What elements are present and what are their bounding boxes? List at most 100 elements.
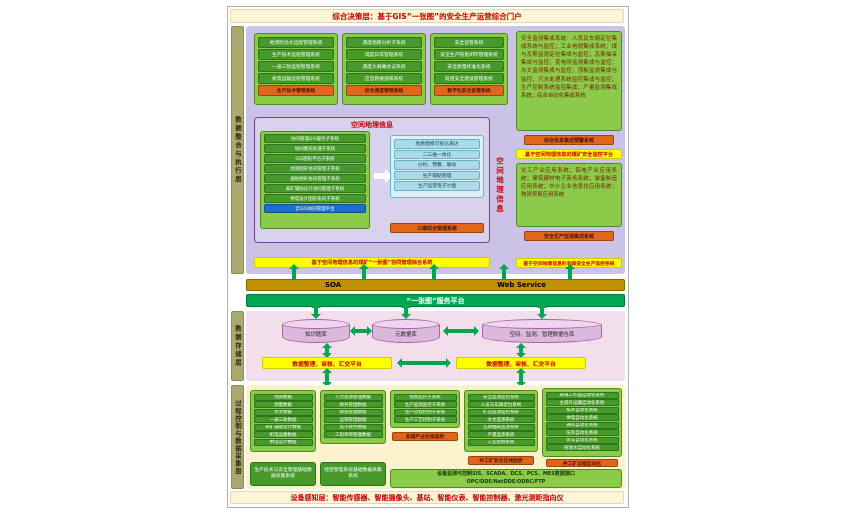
list-item: 工业视频系统 <box>467 438 535 446</box>
down-arrow <box>359 264 369 284</box>
list-item: 探放水自动化系统 <box>545 444 619 451</box>
down-arrow <box>516 368 526 387</box>
down-arrow <box>537 303 547 319</box>
horizontal-arrow <box>350 326 372 336</box>
list-item: 二三维一体化 <box>394 149 480 159</box>
soa-bar: SOA Web Service <box>246 279 625 291</box>
list-item: 调度大屏幕会议系统 <box>346 61 422 72</box>
knowledge-base-cylinder: 知识题库 <box>282 319 350 343</box>
safety-supervision-items: 安全监管系统安全生产隐患闭环管理系统安全质量标准化系统班组安全建设管理系统 <box>432 37 506 84</box>
list-item: 一通三防远程管理系统 <box>258 61 334 72</box>
list-item: 班组安全建设管理系统 <box>434 73 504 84</box>
list-item: 物资管理数据 <box>323 408 383 416</box>
remote-management-box: 地测防治水远程管理系统生产技术远程管理系统一通三防远程管理系统机电运输远程管理系… <box>254 33 338 105</box>
list-item: 调度指挥分析子系统 <box>346 37 422 48</box>
list-item: 地测防治水远程管理系统 <box>258 37 334 48</box>
list-item: 视频监控子系统 <box>393 393 457 401</box>
mine-safety-monitor-items: 安全监测监控系统人员与车辆定位系统矿压监测监控系统水文监测系统瓦斯抽采监测系统产… <box>466 393 536 446</box>
list-item: 应急救援指挥系统 <box>346 73 422 84</box>
automation-items: 采煤工作面自动化系统主提升运输自动化系统排水自动化系统供电自动化系统通风自动化系… <box>544 391 620 451</box>
list-item: 调度日常管理系统 <box>346 49 422 60</box>
cloud-gis-button: 云GIS协同管理平台 <box>264 204 366 213</box>
mine-automation-button: 井工矿过程自动化 <box>546 459 618 467</box>
list-item: 机电运输远程管理系统 <box>258 73 334 84</box>
diagram-frame: 综合决策层：基于GIS“一张图”的安全生产运营综合门户 数据整合与执行层 地测防… <box>227 6 629 508</box>
one-map-collaboration-banner: 基于空间地理信息的煤矿“一张图”协同管理综合系统 <box>254 257 490 268</box>
tech-basic-data-items: 地质数据测量数据水文数据一通三防数据采矿辅助设计数据机电运输数据供电设计数据 <box>252 393 314 446</box>
mine-safety-monitor-button: 井工矿安全在线监控 <box>468 456 534 465</box>
one-map-platform-bar: “一张图”服务平台 <box>246 294 625 307</box>
mgmt-basic-data-box: 人力资源管理数据财务管理数据物资管理数据运销管理数据电子政务数据工程项目管理数据 <box>320 390 386 444</box>
list-item: 人力资源管理数据 <box>323 393 383 401</box>
list-item: 生产过程控制子系统 <box>393 408 457 416</box>
list-item: 机电运输数据 <box>253 431 313 438</box>
list-item: 供电设计图形协同子系统 <box>264 194 366 203</box>
digital-safety-system-button: 数字化安全监管系统 <box>434 85 504 96</box>
list-item: 电子政务数据 <box>323 423 383 431</box>
industry-application-box: 化工产业应用系统；铝电产业应用系统；建筑建材电子商务系统；装备制造应用系统；中小… <box>516 163 622 227</box>
non-coal-monitor-button: 非煤产业在线监控 <box>392 432 458 441</box>
list-item: 矿压监测监控系统 <box>467 408 535 416</box>
list-item: 生产监测监控子系统 <box>393 401 457 408</box>
safety-supervision-box: 安全监管系统安全生产隐患闭环管理系统安全质量标准化系统班组安全建设管理系统 数字… <box>430 33 508 105</box>
list-item: 产量监测系统 <box>467 431 535 438</box>
down-arrow <box>322 343 332 358</box>
list-item: 测量数据 <box>253 401 313 408</box>
list-item: 运销管理数据 <box>323 416 383 423</box>
list-item: 主提升运输自动化系统 <box>545 399 619 406</box>
scada-interface-line1: 设备监测与控制SIS、SCADA、DCS、PCS、MES数据接口 <box>437 471 575 477</box>
list-item: 供电设计数据 <box>253 438 313 446</box>
list-item: 财务管理数据 <box>323 401 383 408</box>
list-item: 地质数据 <box>253 393 313 401</box>
list-item: 水文数据 <box>253 408 313 416</box>
down-arrow <box>429 264 439 284</box>
remote-management-items: 地测防治水远程管理系统生产技术远程管理系统一通三防远程管理系统机电运输远程管理系… <box>256 37 336 84</box>
layer-label-integration: 数据整合与执行层 <box>231 26 244 274</box>
device-perception-banner: 设备感知层：智能传感器、智能摄像头、基站、智能仪表、智能控制器、激光测距指向仪 <box>230 491 624 504</box>
web-service-label: Web Service <box>497 281 546 289</box>
dispatch-system-button: 综合调度管理系统 <box>346 85 422 96</box>
warning-integration-button: 综合信息集成预警系统 <box>524 135 614 145</box>
list-item: 通风自动化系统 <box>545 421 619 429</box>
list-item: 一通三防数据 <box>253 416 313 423</box>
down-arrow <box>565 264 575 284</box>
list-item: 生产辅助管理 <box>394 170 480 180</box>
gis-box-title: 空间地理信息 <box>351 121 393 129</box>
process-video-items: 视频监控子系统生产监测监控子系统生产过程控制子系统生产工艺控制子系统 <box>392 393 458 423</box>
list-item: 供电自动化系统 <box>545 414 619 421</box>
block-arrow-right-icon <box>374 173 385 179</box>
scada-interface-line2: OPC/DDE/NetDDE/ODBC/FTP <box>466 478 546 485</box>
metadata-cylinder: 元数据库 <box>372 319 440 343</box>
horizontal-arrow <box>443 326 479 336</box>
list-item: 采矿辅助设计数据 <box>253 423 313 431</box>
down-arrow <box>499 264 509 284</box>
mgmt-basic-data-items: 人力资源管理数据财务管理数据物资管理数据运销管理数据电子政务数据工程项目管理数据 <box>322 393 384 438</box>
horizontal-arrow <box>397 358 451 368</box>
three-d-management-button: 三维综合管理系统 <box>390 223 484 233</box>
list-item: 生产运营电子沙盘 <box>394 181 480 191</box>
list-item: 采煤工作面自动化系统 <box>545 391 619 399</box>
data-warehouse-cylinder: 空间、监测、管理数据仓库 <box>482 319 602 343</box>
automation-box: 采煤工作面自动化系统主提升运输自动化系统排水自动化系统供电自动化系统通风自动化系… <box>542 388 622 457</box>
layer-label-storage: 数据存储层 <box>231 311 244 381</box>
gis-visualization-subbox: 地质建模可视化表达二三维一体化分析、预警、联动生产辅助管理生产运营电子沙盘 <box>390 135 484 198</box>
tech-data-collection-box: 生产技术与安全管理基础数据采集系统 <box>250 462 316 486</box>
list-item: 生产工艺控制子系统 <box>393 416 457 423</box>
list-item: 安全生产隐患闭环管理系统 <box>434 49 504 60</box>
list-item: 地质建模可视化表达 <box>394 139 480 149</box>
down-arrow <box>516 343 526 358</box>
list-item: 安全质量标准化系统 <box>434 61 504 72</box>
list-item: 采矿辅助设计协同管理子系统 <box>264 184 366 193</box>
production-tech-system-button: 生产技术管理系统 <box>258 85 334 96</box>
list-item: 水文监测系统 <box>467 416 535 423</box>
coal-safety-platform-banner: 基于空间地理信息的煤矿安全监控平台 <box>516 149 622 159</box>
list-item: 通防图形协同管理子系统 <box>264 174 366 183</box>
list-item: 地测图形协同管理子系统 <box>264 164 366 173</box>
mine-safety-monitor-box: 安全监测监控系统人员与车辆定位系统矿压监测监控系统水文监测系统瓦斯抽采监测系统产… <box>464 390 538 452</box>
down-arrow <box>311 303 321 319</box>
layer-label-process: 过程控制与数据采集层 <box>231 385 244 489</box>
list-item: 安全监管系统 <box>434 37 504 48</box>
list-item: 协同管理GIS服务子系统 <box>264 134 366 143</box>
